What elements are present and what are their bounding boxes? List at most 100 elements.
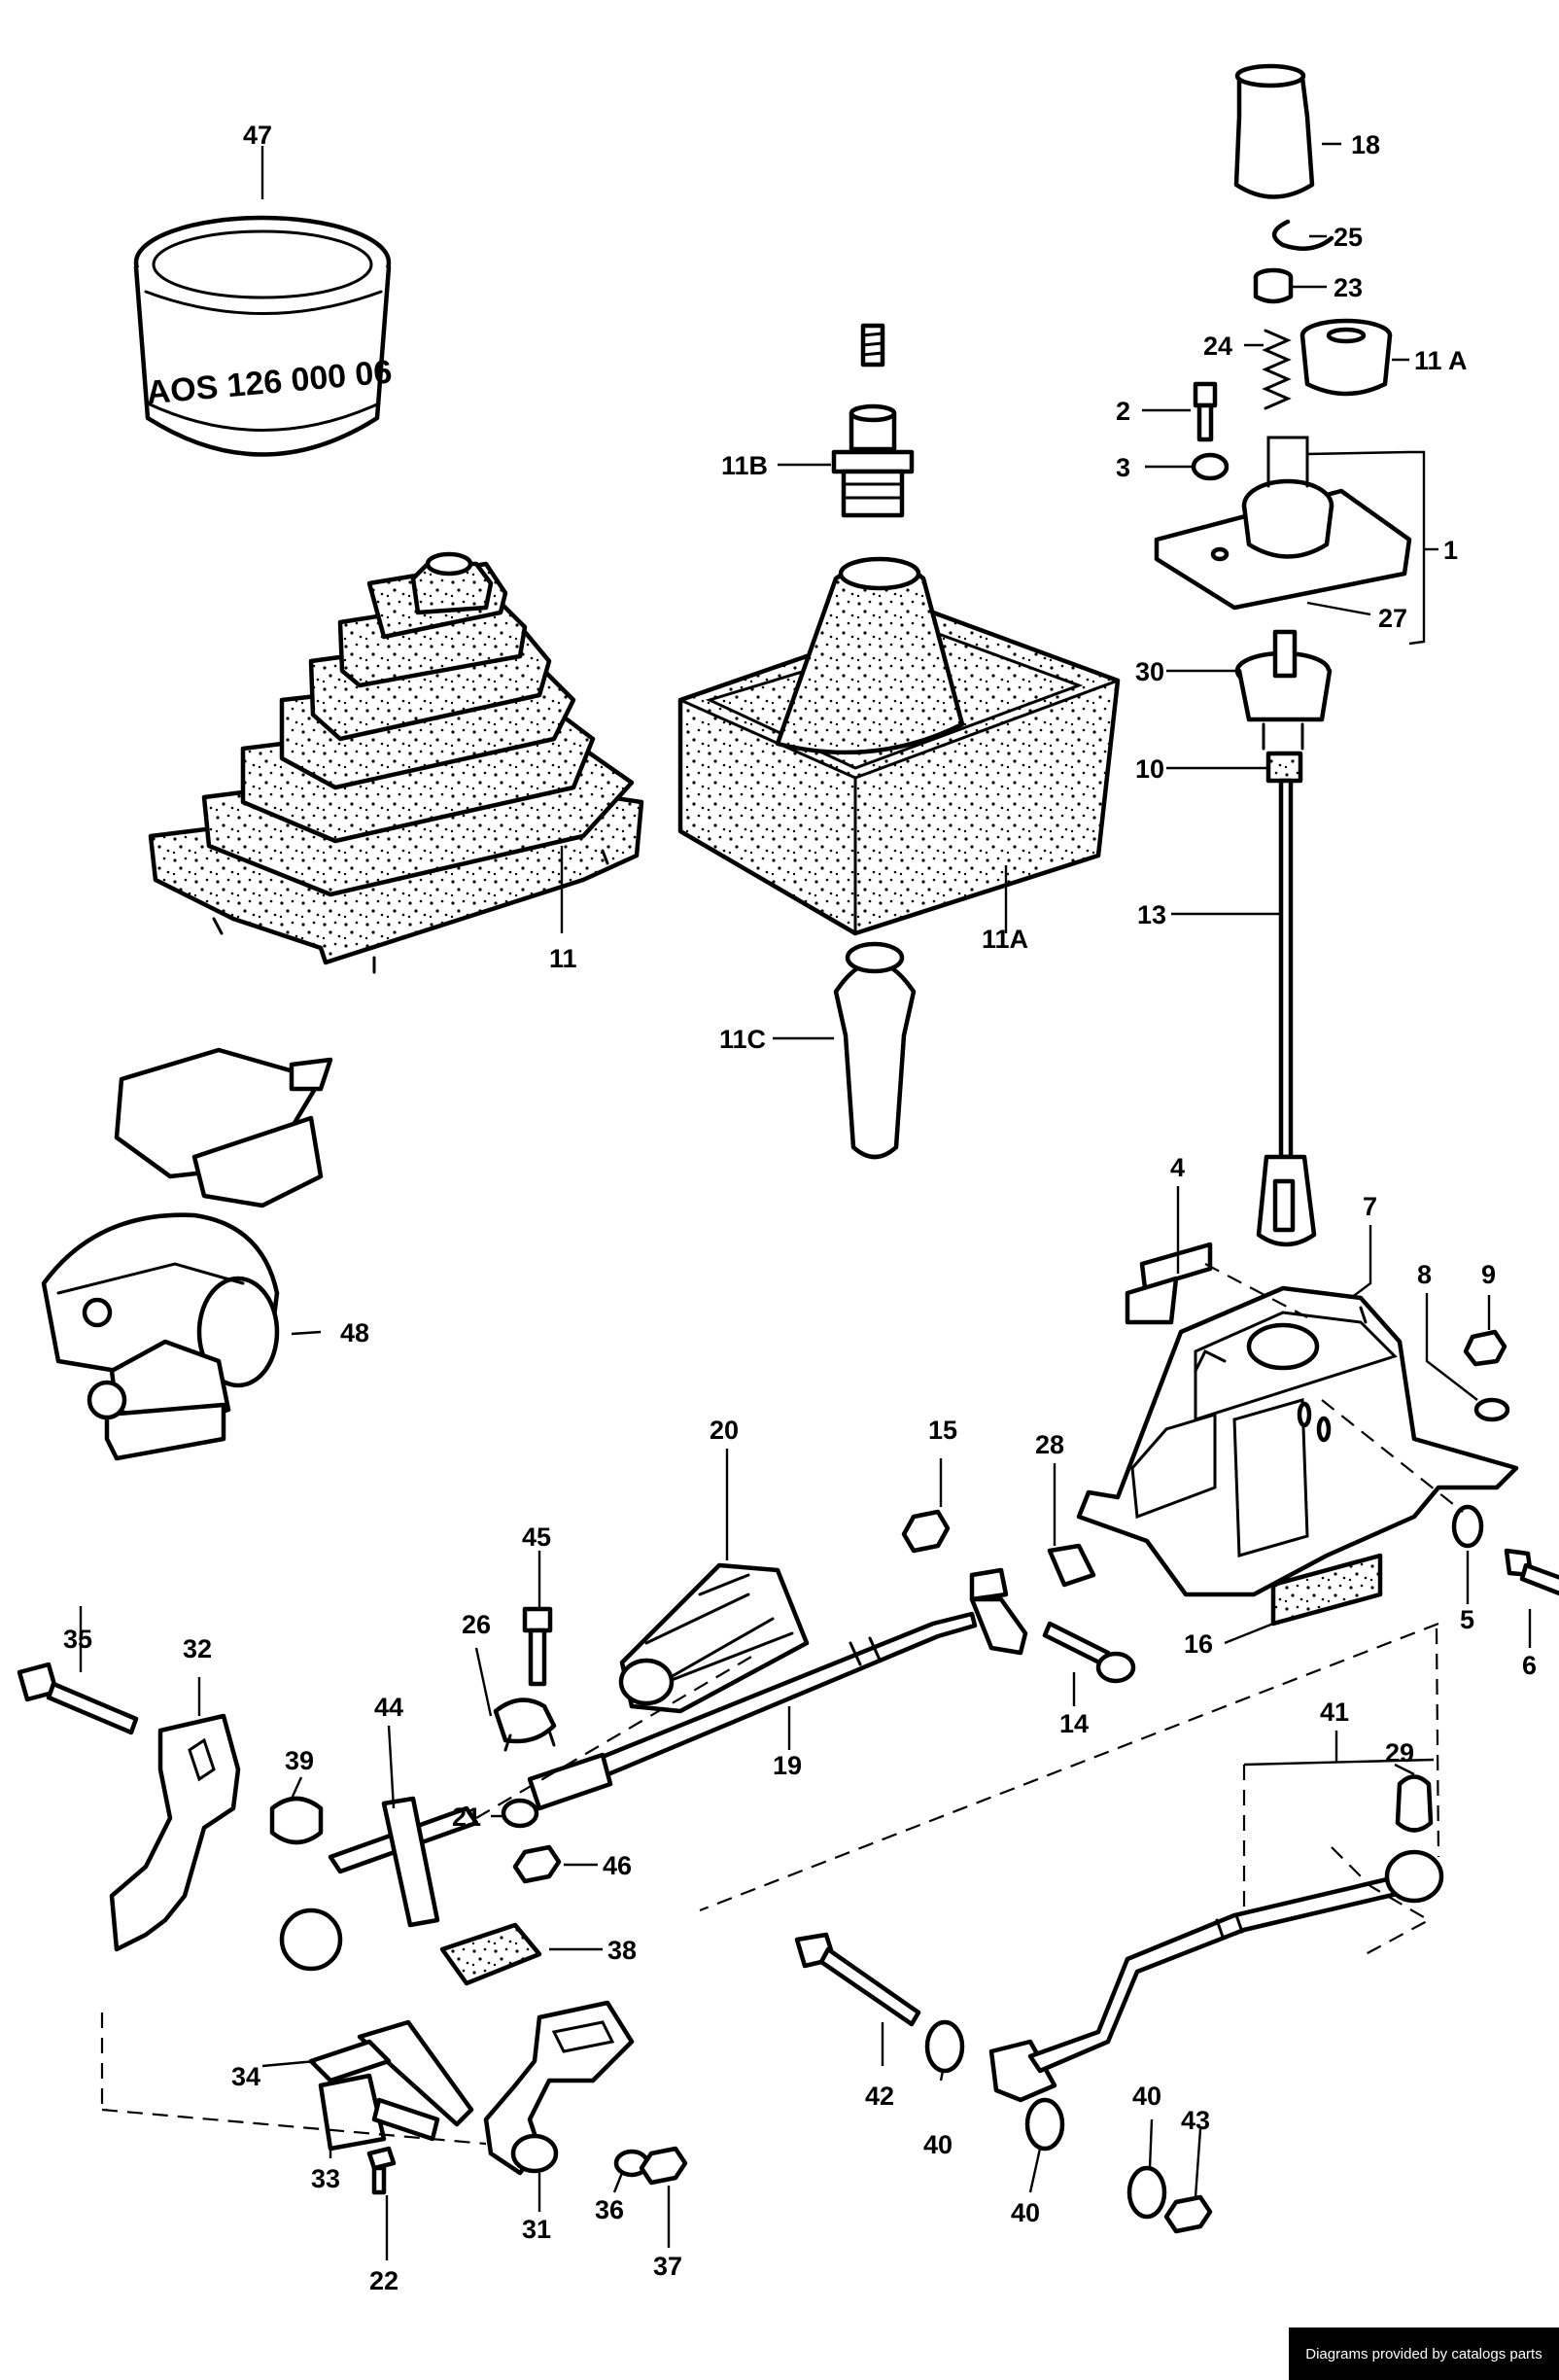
reference-line-mount-dotted [1331, 1846, 1432, 1955]
callout-45: 45 [522, 1522, 551, 1552]
callout-18: 18 [1351, 130, 1380, 159]
callout-38: 38 [607, 1936, 637, 1965]
callout-10: 10 [1135, 754, 1164, 784]
callout-31: 31 [522, 2215, 551, 2244]
reference-line-lower-frame [101, 2108, 487, 2146]
shift-sleeve-part [833, 941, 917, 1160]
bushing-21-part [501, 1798, 539, 1829]
washer-40a-part [924, 2019, 965, 2074]
callout-43: 43 [1181, 2106, 1210, 2135]
callout-21: 21 [452, 1802, 481, 1832]
callout-14: 14 [1059, 1709, 1089, 1738]
washer-3-part [1191, 452, 1230, 481]
nut-37-part [639, 2146, 688, 2186]
bushing-39-part [269, 1796, 324, 1845]
callout-34: 34 [231, 2062, 260, 2091]
support-bracket-part [109, 1713, 241, 1952]
selector-rod-part [988, 1849, 1444, 2103]
callout-47: 47 [243, 121, 272, 150]
washer-8-part [1473, 1397, 1510, 1422]
callout-labels: 47 11B 11 11A 11C 18 25 23 24 11 A 2 3 1… [63, 121, 1537, 2295]
bolt-35-part [17, 1662, 139, 1735]
tapered-shift-boot-part [677, 556, 1121, 936]
reference-line-rod-to-lever [475, 1652, 759, 1819]
callout-46: 46 [603, 1851, 632, 1880]
bolt-14-part [1042, 1621, 1136, 1684]
callout-9: 9 [1481, 1260, 1496, 1289]
callout-39: 39 [285, 1746, 314, 1775]
callout-11A: 11A [982, 925, 1028, 954]
callout-32: 32 [183, 1634, 212, 1663]
callout-4: 4 [1170, 1153, 1185, 1182]
callout-11A-top: 11 A [1414, 346, 1468, 375]
callout-19: 19 [773, 1751, 802, 1780]
bolt-2-part [1193, 381, 1218, 442]
callout-29: 29 [1385, 1738, 1414, 1768]
attribution-footer: Diagrams provided by catalogs parts [1289, 2328, 1559, 2380]
callout-11B: 11B [721, 451, 768, 480]
callout-7: 7 [1363, 1192, 1377, 1221]
callout-28: 28 [1035, 1430, 1064, 1459]
callout-22: 22 [369, 2266, 398, 2295]
shift-housing-part [1076, 1285, 1519, 1597]
callout-27: 27 [1378, 604, 1407, 633]
nut-9-part [1463, 1329, 1507, 1367]
washer-40b-part [1024, 2097, 1065, 2152]
damper-ring-part [1299, 318, 1393, 397]
mounting-bracket-part [1125, 1242, 1213, 1325]
bushing-28-part [1047, 1543, 1096, 1588]
washer-5-part [1451, 1504, 1484, 1549]
callout-23: 23 [1334, 273, 1363, 302]
callout-40-b: 40 [1011, 2198, 1040, 2227]
callout-40-c: 40 [1132, 2082, 1161, 2111]
bolt-6-part [1504, 1548, 1559, 1596]
callout-36: 36 [595, 2195, 624, 2224]
callout-11: 11 [549, 944, 577, 973]
compression-spring-part [1262, 329, 1292, 410]
nut-15-part [901, 1509, 951, 1554]
stepped-shift-boot-part [148, 551, 644, 974]
callout-25: 25 [1334, 223, 1363, 252]
shift-mechanism-assembly-part [41, 1047, 333, 1461]
shift-lever-bearing-part [1154, 436, 1412, 611]
callout-40-a: 40 [923, 2130, 953, 2159]
callout-33: 33 [311, 2164, 340, 2193]
nut-43-part [1163, 2194, 1213, 2234]
clamp-26-part [493, 1698, 557, 1752]
callout-44: 44 [374, 1693, 403, 1722]
nut-46-part [512, 1844, 562, 1884]
shift-rod-part [527, 1567, 1028, 1811]
reference-line-bracket-to-housing [1204, 1263, 1308, 1318]
bracket-plate-part [483, 2000, 635, 2176]
reference-line-bracket-left-a [100, 2012, 107, 2112]
callout-37: 37 [653, 2252, 682, 2281]
bolt-42-part [794, 1932, 921, 2027]
callout-48: 48 [340, 1318, 369, 1348]
callout-2: 2 [1116, 397, 1130, 426]
callout-16: 16 [1184, 1629, 1213, 1659]
callout-5: 5 [1460, 1605, 1474, 1634]
guide-plate-part [1270, 1553, 1383, 1627]
callout-24: 24 [1203, 332, 1232, 361]
washer-40c-part [1126, 2165, 1167, 2220]
callout-1: 1 [1443, 536, 1458, 565]
callout-20: 20 [710, 1416, 739, 1445]
callout-13: 13 [1137, 900, 1166, 929]
callout-26: 26 [462, 1610, 491, 1639]
bolt-45-part [522, 1606, 553, 1687]
rubber-bellows-part [618, 1562, 810, 1714]
shift-lever-rod-part [1256, 629, 1317, 1247]
callout-41: 41 [1320, 1698, 1349, 1727]
callout-11C: 11C [719, 1025, 766, 1054]
gaiter-ring-part: AOS 126 000 06 [133, 215, 394, 457]
guide-38-part [439, 1922, 542, 1986]
bushing-31-part [510, 2133, 559, 2174]
pin-34-part [357, 2019, 474, 2127]
spring-seat-part [1253, 267, 1294, 304]
boot-retainer-fitting-part [831, 323, 915, 518]
callout-6: 6 [1522, 1651, 1537, 1680]
reference-line-housing-to-washer [1321, 1399, 1464, 1513]
callout-42: 42 [865, 2082, 894, 2111]
reference-line-rod-bracket-right [1435, 1628, 1440, 1858]
